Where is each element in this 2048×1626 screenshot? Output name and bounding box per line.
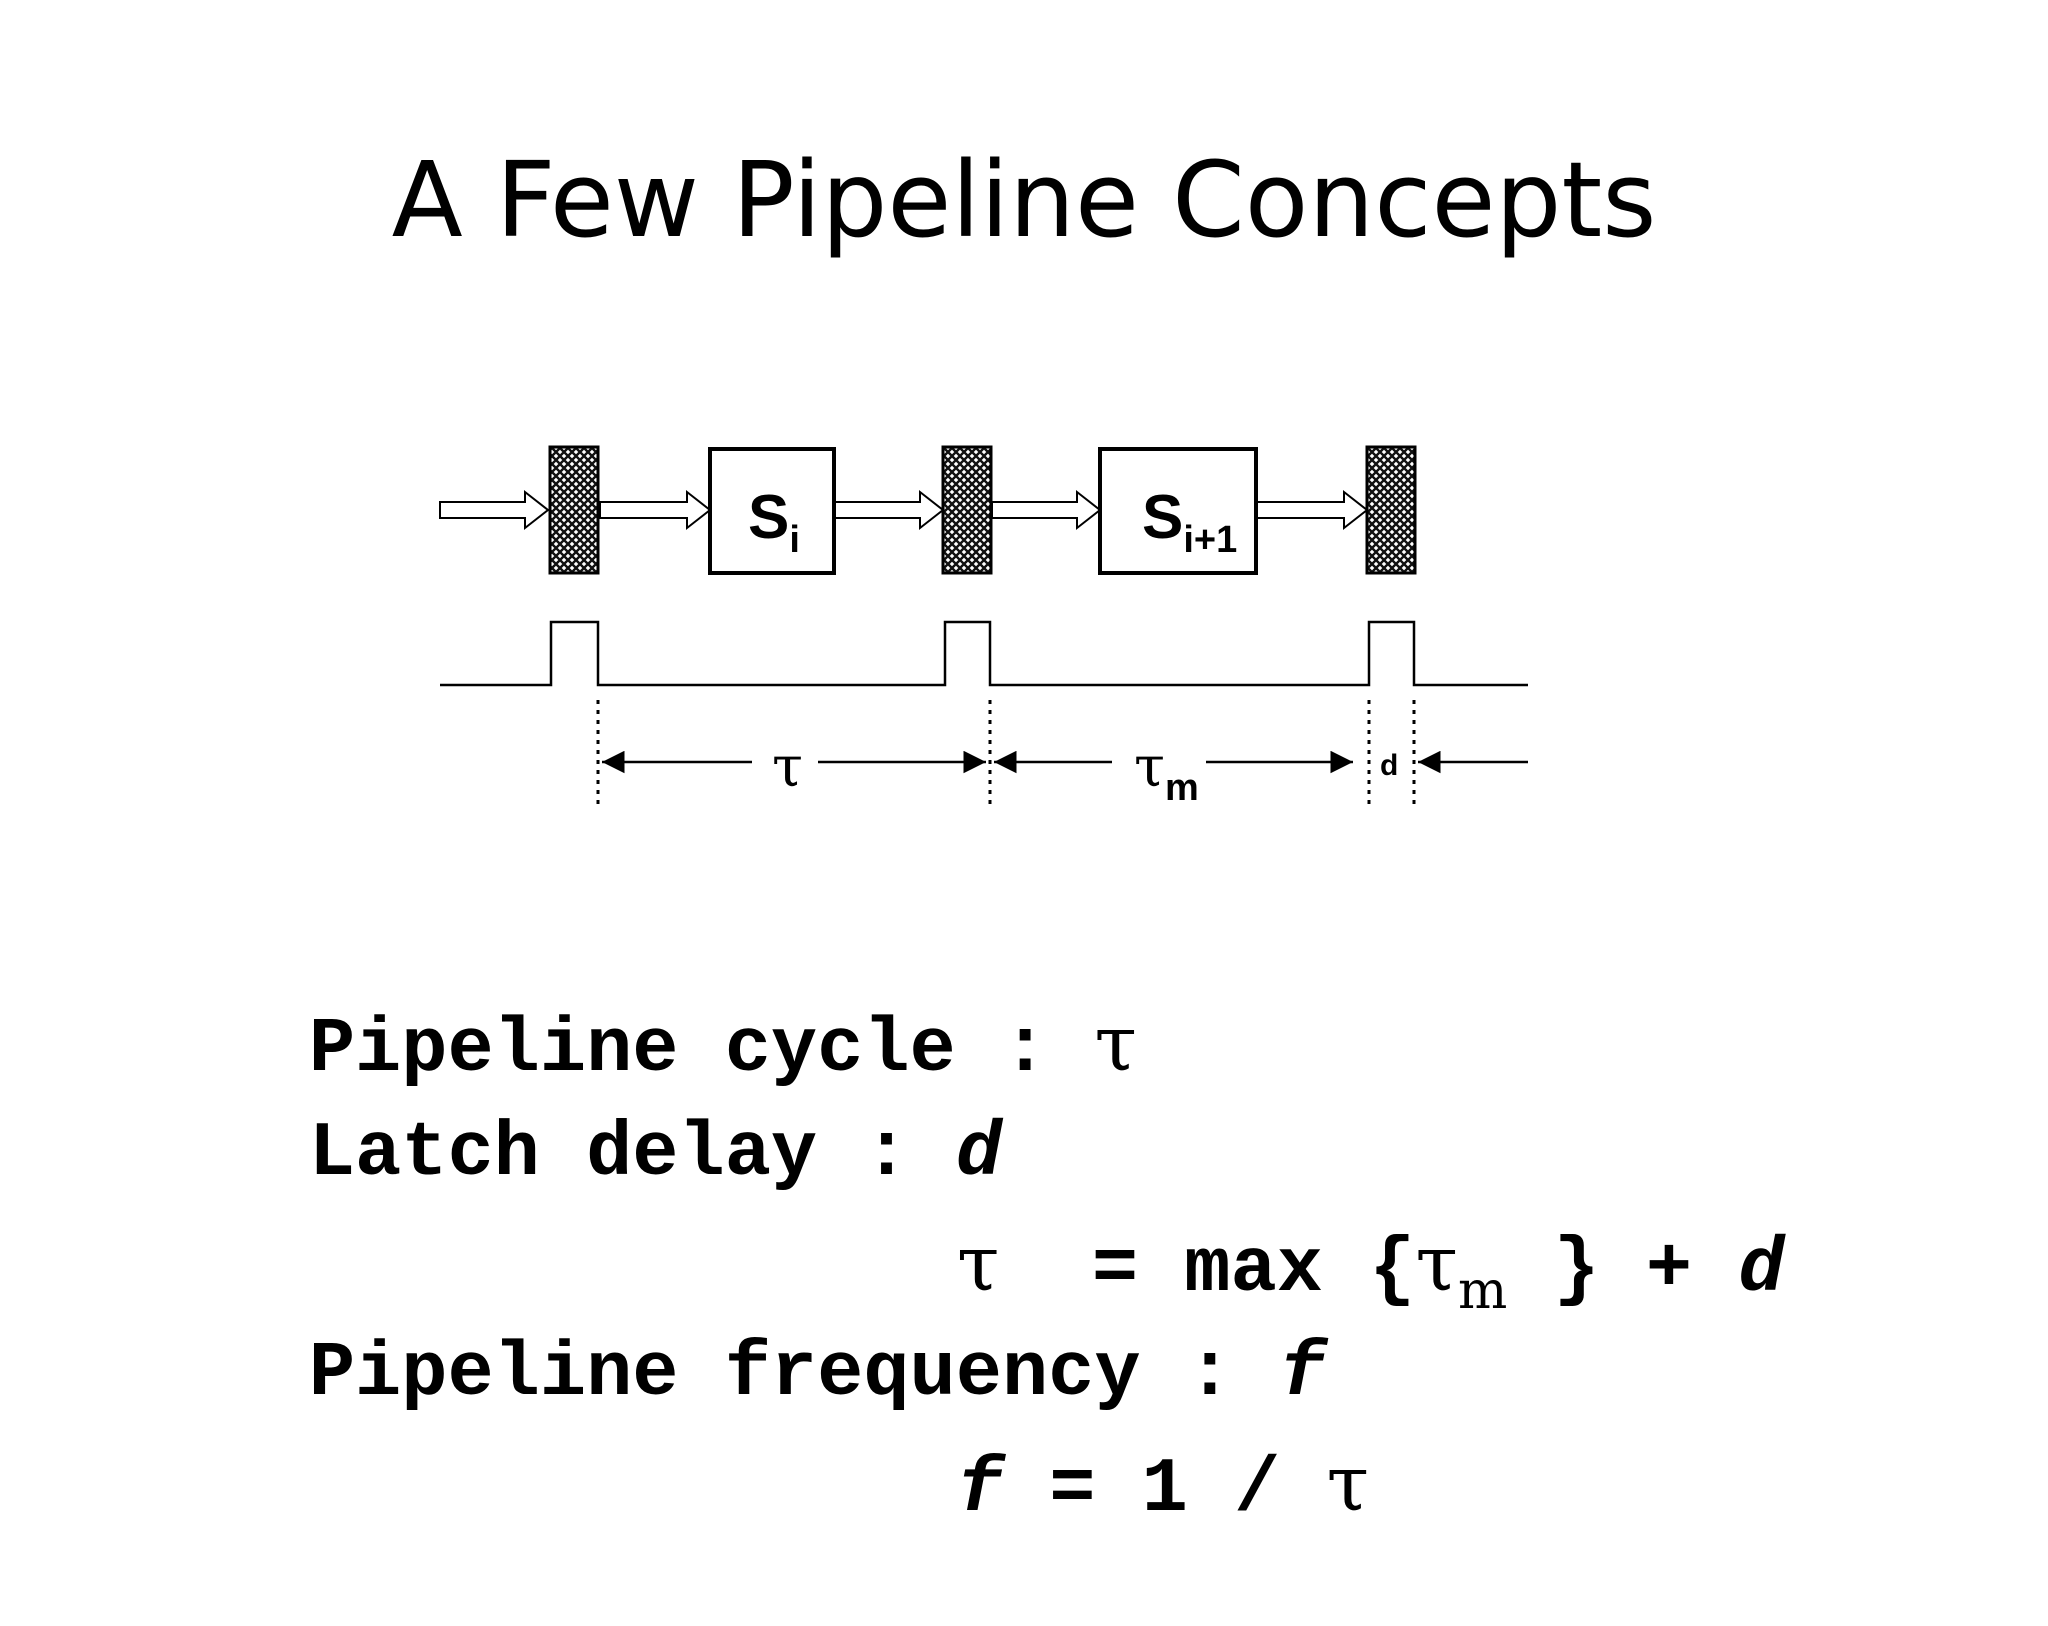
pipeline-cycle-label: Pipeline cycle : (308, 1007, 1095, 1094)
latch1-to-stage-arrow (599, 489, 712, 531)
latches (548, 445, 1417, 575)
latch-delay-label: Latch delay : (308, 1111, 956, 1198)
eq2-tau: τ (1326, 1440, 1370, 1529)
pipeline-frequency-symbol: f (1279, 1331, 1326, 1418)
stage-i-box (708, 447, 836, 575)
eq2-f: f (956, 1447, 1004, 1534)
eq1-d: d (1738, 1227, 1785, 1314)
eq1-close: } + (1507, 1227, 1739, 1314)
tau-m-label: τm (1134, 735, 1199, 809)
input-arrow (439, 489, 550, 531)
latch-1 (548, 445, 600, 575)
tau-label: τ (772, 735, 803, 800)
pipeline-frequency-label: Pipeline frequency : (308, 1331, 1280, 1418)
eq2-mid: = 1 / (1003, 1447, 1327, 1534)
pipeline-diagram: Si Si+1 τ τm d (439, 445, 1528, 810)
stage-boxes (708, 447, 1258, 575)
pipeline-cycle-symbol: τ (1094, 1000, 1137, 1089)
pipeline-cycle-line: Pipeline cycle : τ (124, 910, 1137, 1186)
latch-delay-line: Latch delay : d (124, 1020, 1002, 1290)
stage-to-latch3-arrow (1255, 489, 1369, 531)
latch-2 (941, 445, 993, 575)
frequency-equation: f = 1 / τ (772, 1350, 1369, 1626)
latch2-to-stage-arrow (991, 489, 1102, 531)
eq1-tau-m: τ (1415, 1220, 1458, 1309)
latch-3 (1365, 445, 1417, 575)
cycle-equation: τ = max {τm } + d (772, 1130, 1785, 1408)
pipeline-frequency-line: Pipeline frequency : f (124, 1240, 1326, 1510)
eq1-sub-m: m (1457, 1261, 1508, 1321)
stage-i-label: Si (748, 483, 800, 561)
eq1-tau: τ (956, 1220, 1000, 1309)
d-label: d (1380, 749, 1398, 782)
timing-markers (596, 700, 1416, 810)
latch-delay-symbol: d (955, 1111, 1002, 1198)
eq1-max: = max { (999, 1227, 1416, 1314)
stage-to-latch2-arrow (833, 489, 945, 531)
definitions: Pipeline cycle : τ Latch delay : d τ = m… (124, 910, 1785, 1534)
stage-i1-label: Si+1 (1142, 483, 1237, 561)
clock-waveform (440, 620, 1528, 687)
stage-i1-box (1098, 447, 1258, 575)
slide-title: A Few Pipeline Concepts (391, 139, 1657, 261)
data-flow-arrows (439, 489, 1369, 531)
